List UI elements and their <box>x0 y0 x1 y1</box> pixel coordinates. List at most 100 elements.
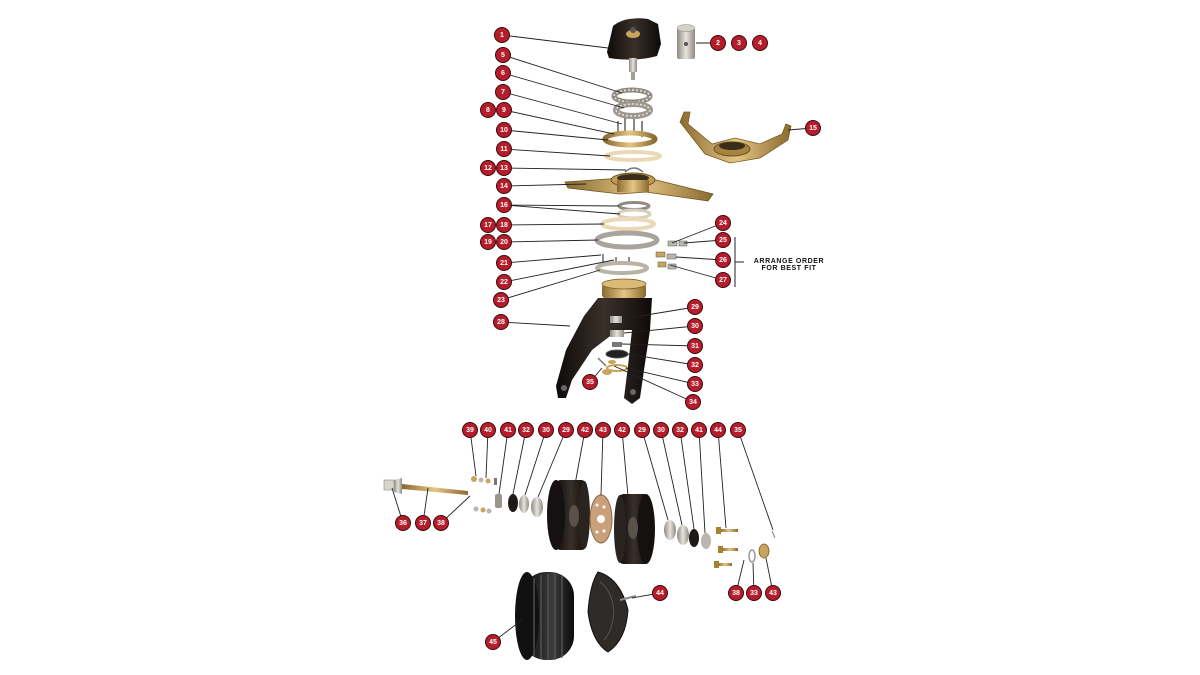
part-callout-37: 37 <box>415 515 431 531</box>
part-callout-33: 33 <box>746 585 762 601</box>
washer-part-upper <box>604 150 662 162</box>
part-callout-45: 45 <box>485 634 501 650</box>
leader-line <box>503 204 621 215</box>
leader-line <box>621 306 696 320</box>
retaining-clip-part <box>624 167 644 173</box>
part-callout-35: 35 <box>582 374 598 390</box>
part-callout-38: 38 <box>728 585 744 601</box>
leader-line <box>500 269 601 301</box>
leader-line <box>503 129 609 141</box>
part-callout-30: 30 <box>538 422 554 438</box>
small-hardware-left <box>471 476 497 514</box>
leader-line <box>503 148 611 157</box>
washer-part-middle <box>600 217 656 231</box>
leader-line <box>671 222 724 244</box>
part-callout-41: 41 <box>500 422 516 438</box>
leader-line <box>717 429 727 529</box>
part-callout-30: 30 <box>687 318 703 334</box>
part-callout-29: 29 <box>687 299 703 315</box>
part-callout-4: 4 <box>752 35 768 51</box>
part-callout-10: 10 <box>496 122 512 138</box>
hub-plate-part <box>589 494 613 544</box>
leader-line <box>498 429 509 495</box>
part-callout-39: 39 <box>462 422 478 438</box>
part-callout-36: 36 <box>395 515 411 531</box>
caster-fork-part <box>556 278 652 404</box>
part-callout-41: 41 <box>691 422 707 438</box>
bearing-pair-part <box>616 201 652 220</box>
leader-line <box>669 264 724 281</box>
leader-line <box>503 183 587 187</box>
leader-line <box>573 429 586 491</box>
swivel-plate-part <box>564 172 714 202</box>
part-callout-2: 2 <box>710 35 726 51</box>
axle-bolt-part <box>383 478 468 495</box>
bearing-part <box>613 101 653 119</box>
spacer-part <box>597 357 612 375</box>
part-callout-26: 26 <box>715 252 731 268</box>
part-callout-1: 1 <box>494 27 510 43</box>
part-callout-7: 7 <box>495 84 511 100</box>
leader-line <box>500 321 571 327</box>
part-callout-18: 18 <box>496 217 512 233</box>
part-callout-22: 22 <box>496 274 512 290</box>
sleeve-part <box>676 24 696 59</box>
part-callout-31: 31 <box>687 338 703 354</box>
leader-line <box>613 365 694 403</box>
part-callout-20: 20 <box>496 234 512 250</box>
leader-line <box>503 239 599 243</box>
inner-tube-part <box>587 571 637 653</box>
leader-line <box>621 429 629 497</box>
part-callout-17: 17 <box>480 217 496 233</box>
part-callout-27: 27 <box>715 272 731 288</box>
note-bracket <box>734 237 744 287</box>
arrange-order-note: ARRANGE ORDER FOR BEST FIT <box>744 258 834 272</box>
part-callout-38: 38 <box>433 515 449 531</box>
part-callout-11: 11 <box>496 141 512 157</box>
leader-line <box>537 429 567 498</box>
leader-line <box>679 429 695 530</box>
leader-line <box>503 109 615 135</box>
leader-line <box>625 367 696 385</box>
part-callout-29: 29 <box>634 422 650 438</box>
leader-line <box>503 259 615 283</box>
part-callout-34: 34 <box>685 394 701 410</box>
leader-line <box>524 429 547 496</box>
part-callout-35: 35 <box>730 422 746 438</box>
leader-line <box>512 429 527 495</box>
part-callout-12: 12 <box>480 160 496 176</box>
leader-line <box>623 325 696 334</box>
bracket-part <box>679 111 792 164</box>
leader-line <box>503 223 605 226</box>
lower-plate-part <box>595 254 649 275</box>
part-callout-43: 43 <box>595 422 611 438</box>
part-callout-16: 16 <box>496 197 512 213</box>
leader-line <box>660 429 683 526</box>
leader-line <box>501 34 609 49</box>
part-callout-6: 6 <box>495 65 511 81</box>
part-callout-32: 32 <box>687 357 703 373</box>
part-callout-32: 32 <box>672 422 688 438</box>
tire-part <box>515 572 574 660</box>
part-callout-14: 14 <box>496 178 512 194</box>
left-bearing-stack <box>495 494 543 517</box>
leader-line <box>502 54 623 94</box>
part-callout-28: 28 <box>493 314 509 330</box>
part-callout-21: 21 <box>496 255 512 271</box>
leader-line <box>621 343 696 347</box>
part-callout-8: 8 <box>480 102 496 118</box>
part-callout-19: 19 <box>480 234 496 250</box>
part-callout-32: 32 <box>518 422 534 438</box>
leader-line <box>503 204 620 207</box>
part-callout-25: 25 <box>715 232 731 248</box>
steel-ring-part <box>594 230 660 250</box>
brass-ring-part <box>602 130 658 148</box>
leader-line <box>502 91 623 125</box>
wheel-hub-right <box>614 494 655 564</box>
note-line-2: FOR BEST FIT <box>761 265 817 272</box>
leader-line <box>503 254 602 264</box>
part-callout-5: 5 <box>495 47 511 63</box>
part-callout-3: 3 <box>731 35 747 51</box>
leader-line <box>627 353 696 366</box>
